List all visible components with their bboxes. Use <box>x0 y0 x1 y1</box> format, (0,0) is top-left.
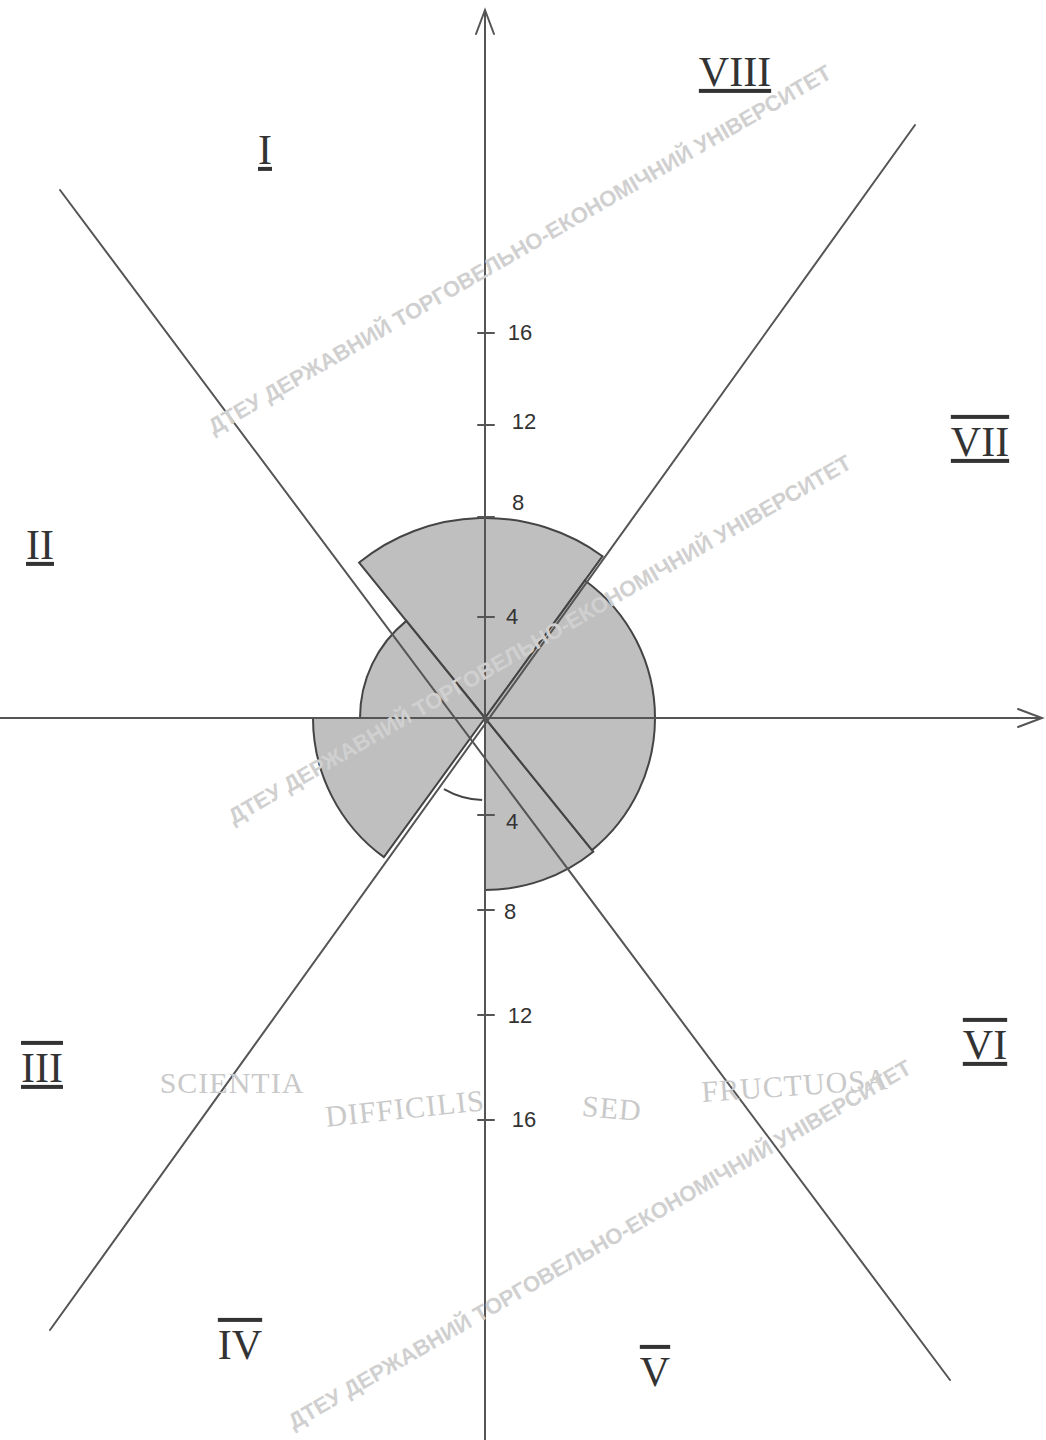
watermark-text: ДТЕУ ДЕРЖАВНИЙ ТОРГОВЕЛЬНО-ЕКОНОМІЧНИЙ У… <box>204 61 835 439</box>
watermark-motto: DIFFICILIS <box>324 1083 487 1133</box>
region-numeral: IV <box>218 1322 262 1368</box>
region-numeral: VI <box>963 1022 1007 1068</box>
tick-value: 16 <box>512 1108 536 1132</box>
tick-value: 12 <box>508 1004 532 1028</box>
axis-arrowhead <box>1018 709 1042 727</box>
region-numeral: VIII <box>699 49 771 95</box>
axis-arrowhead <box>476 10 494 34</box>
region-numeral: II <box>26 522 54 568</box>
region-numeral: V <box>640 1349 670 1395</box>
angle-mark <box>444 789 482 800</box>
region-numeral: III <box>21 1045 63 1091</box>
watermark-motto: SCIENTIA <box>160 1066 305 1099</box>
tick-value: 8 <box>512 491 524 515</box>
shaded-sector <box>485 718 655 850</box>
region-numeral: I <box>258 127 272 173</box>
shaded-sector <box>313 718 485 857</box>
tick-value: 4 <box>506 810 518 834</box>
watermark-text: ДТЕУ ДЕРЖАВНИЙ ТОРГОВЕЛЬНО-ЕКОНОМІЧНИЙ У… <box>224 451 855 829</box>
x-axis <box>0 717 1040 719</box>
tick-value: 16 <box>508 321 532 345</box>
tick-value: 8 <box>504 900 516 924</box>
tick-value: 12 <box>512 410 536 434</box>
tick-marks <box>478 333 494 1120</box>
region-numeral: VII <box>951 419 1009 465</box>
line-through-origin <box>60 190 950 1380</box>
watermark-motto: SED <box>581 1089 643 1127</box>
tick-value: 4 <box>506 605 518 629</box>
